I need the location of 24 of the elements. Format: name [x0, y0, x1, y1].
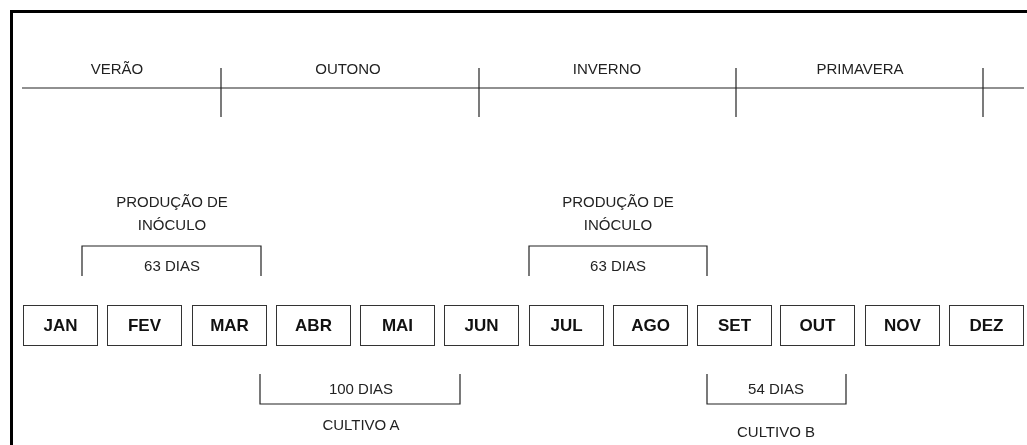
crop-label: CULTIVO B [736, 422, 816, 442]
season-label: INVERNO [572, 59, 642, 79]
month-box: JUL [529, 305, 604, 346]
month-box: MAR [192, 305, 267, 346]
phase-label: PRODUÇÃO DE INÓCULO [115, 192, 229, 235]
month-box: AGO [613, 305, 688, 346]
month-box: OUT [780, 305, 855, 346]
season-label: VERÃO [90, 59, 144, 79]
month-box: DEZ [949, 305, 1024, 346]
crop-label: CULTIVO A [322, 415, 400, 435]
month-box: MAI [360, 305, 435, 346]
month-box: FEV [107, 305, 182, 346]
month-box: JUN [444, 305, 519, 346]
duration-label: 54 DIAS [748, 379, 804, 399]
month-box: NOV [865, 305, 940, 346]
duration-label: 63 DIAS [590, 256, 646, 276]
month-box: JAN [23, 305, 98, 346]
duration-label: 63 DIAS [144, 256, 200, 276]
phase-label: PRODUÇÃO DE INÓCULO [561, 192, 675, 235]
season-label: PRIMAVERA [816, 59, 904, 79]
month-box: SET [697, 305, 772, 346]
duration-label: 100 DIAS [328, 379, 394, 399]
season-label: OUTONO [315, 59, 381, 79]
month-box: ABR [276, 305, 351, 346]
